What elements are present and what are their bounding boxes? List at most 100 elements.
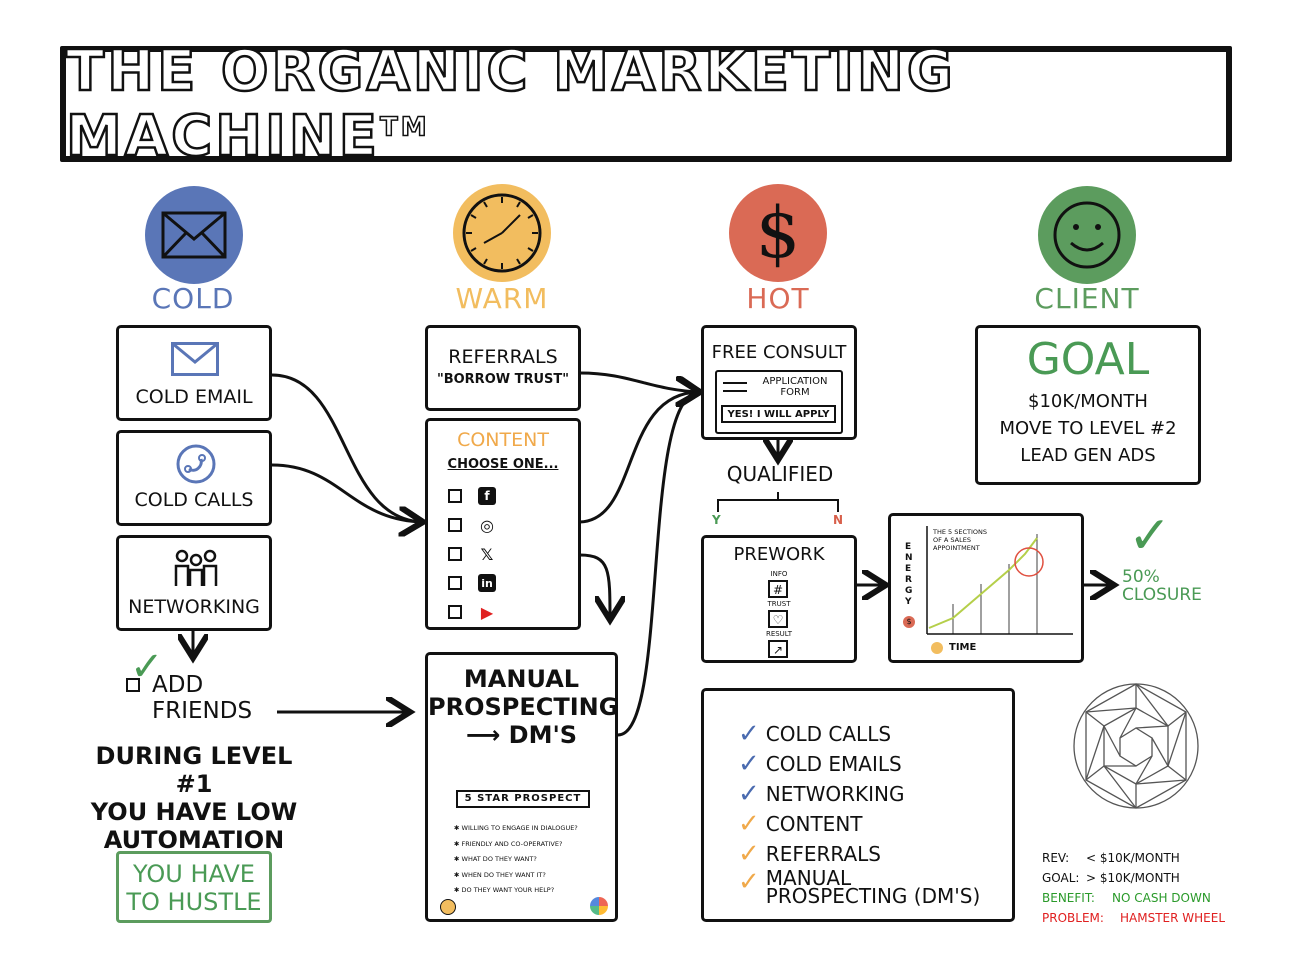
summary-benefit: BENEFIT:NO CASH DOWN — [1042, 891, 1211, 905]
people-icon — [174, 549, 218, 586]
checkmark-icon: ✓ — [738, 719, 760, 749]
title-banner: THE ORGANIC MARKETING MACHINETM — [60, 38, 1232, 170]
warm-circle — [453, 184, 551, 282]
level-note: DURING LEVEL #1 YOU HAVE LOW AUTOMATION — [90, 742, 298, 854]
free-consult-label: FREE CONSULT — [711, 342, 847, 363]
manual-prospecting-title: MANUAL PROSPECTING ⟶ DM'S — [428, 665, 619, 749]
networking-label: NETWORKING — [128, 596, 260, 618]
linkedin-icon: in — [478, 574, 496, 592]
clock-icon — [931, 642, 943, 654]
prework-box: PREWORK INFO # TRUST ♡ RESULT ↗ — [701, 535, 857, 663]
checkmark-icon: ✓ — [738, 779, 760, 809]
checkmark-icon: ✓ — [738, 749, 760, 779]
envelope-icon — [161, 211, 227, 259]
hashtag-icon: # — [768, 580, 788, 598]
summary-goal: GOAL:> $10K/MONTH — [1042, 871, 1180, 885]
clock-icon — [462, 193, 542, 273]
trend-up-icon: ↗ — [768, 640, 788, 658]
checkbox-icon[interactable] — [448, 605, 462, 619]
cold-email-box: COLD EMAIL — [116, 325, 272, 421]
qualified-label: QUALIFIED — [726, 462, 834, 486]
closure-rate: 50%CLOSURE — [1122, 567, 1202, 605]
qualified-yes: Y — [712, 513, 721, 527]
content-box: CONTENT CHOOSE ONE... f ◎ 𝕏 in ▶ — [425, 418, 581, 630]
star-prospect-list: ✱ WILLING TO ENGAGE IN DIALOGUE? ✱ FRIEN… — [454, 824, 578, 894]
checkmark-icon: ✓ — [738, 839, 760, 869]
checkmark-icon: ✓ — [738, 867, 760, 897]
star-prospect-title: 5 STAR PROSPECT — [456, 790, 590, 808]
checkbox-icon[interactable] — [448, 576, 462, 590]
option-x[interactable]: 𝕏 — [448, 543, 496, 565]
phone-icon — [176, 444, 216, 484]
stage-label-hot: HOT — [746, 282, 810, 315]
list-item: ✓MANUAL PROSPECTING (DM'S) — [738, 866, 981, 908]
checklist-box: ✓COLD CALLS ✓COLD EMAILS ✓NETWORKING ✓CO… — [701, 688, 1015, 922]
list-item: ✓COLD CALLS — [738, 719, 892, 749]
hot-circle: $ — [729, 184, 827, 282]
cold-email-label: COLD EMAIL — [135, 386, 253, 408]
option-linkedin[interactable]: in — [448, 572, 496, 594]
networking-box: NETWORKING — [116, 535, 272, 631]
cold-calls-box: COLD CALLS — [116, 430, 272, 526]
goal-box: GOAL $10K/MONTH MOVE TO LEVEL #2 LEAD GE… — [975, 325, 1201, 485]
checklist: ✓COLD CALLS ✓COLD EMAILS ✓NETWORKING ✓CO… — [738, 719, 1008, 909]
content-title: CONTENT — [457, 429, 549, 451]
smiley-icon — [1053, 201, 1121, 269]
qualified-no: N — [833, 513, 844, 527]
list-item: ✓REFERRALS — [738, 839, 881, 869]
list-item: ✓NETWORKING — [738, 779, 905, 809]
checkmark-icon: ✓ — [130, 644, 164, 690]
cold-circle — [145, 186, 243, 284]
prework-label: PREWORK — [733, 544, 825, 565]
checkbox-icon[interactable] — [448, 547, 462, 561]
x-icon: 𝕏 — [478, 545, 496, 564]
goal-list: $10K/MONTH MOVE TO LEVEL #2 LEAD GEN ADS — [999, 391, 1177, 466]
choose-one-label: CHOOSE ONE... — [447, 457, 559, 472]
apply-button[interactable]: YES! I WILL APPLY — [721, 405, 836, 423]
envelope-icon — [171, 342, 219, 376]
checkbox-icon[interactable] — [448, 518, 462, 532]
summary: REV:< $10K/MONTH GOAL:> $10K/MONTH BENEF… — [1042, 848, 1282, 928]
client-circle — [1038, 186, 1136, 284]
cold-calls-label: COLD CALLS — [134, 489, 254, 511]
energy-chart — [926, 526, 1073, 635]
summary-problem: PROBLEM:HAMSTER WHEEL — [1042, 911, 1226, 925]
option-instagram[interactable]: ◎ — [448, 514, 496, 536]
arrow-right-icon: ⟶ — [465, 721, 509, 749]
list-item: ✓CONTENT — [738, 809, 863, 839]
checkbox-icon[interactable] — [448, 489, 462, 503]
chart-x-axis-label: TIME — [949, 642, 977, 653]
referrals-label: REFERRALS — [448, 346, 558, 368]
heart-icon: ♡ — [768, 610, 788, 628]
facebook-icon: f — [478, 487, 496, 505]
youtube-icon: ▶ — [478, 603, 496, 622]
hustle-box: YOU HAVE TO HUSTLE — [116, 851, 272, 923]
goal-title: GOAL — [1026, 334, 1150, 385]
referrals-sub: "BORROW TRUST" — [436, 372, 570, 387]
stage-label-client: CLIENT — [1034, 282, 1140, 315]
summary-rev: REV:< $10K/MONTH — [1042, 851, 1180, 865]
geodesic-sphere-icon — [1073, 683, 1199, 809]
checkmark-icon: ✓ — [1128, 506, 1172, 566]
logo-icon — [590, 897, 608, 915]
stage-label-warm: WARM — [455, 282, 549, 315]
dollar-icon: $ — [755, 192, 801, 274]
clock-icon — [440, 899, 456, 915]
stage-label-cold: COLD — [151, 282, 235, 315]
page-title: THE ORGANIC MARKETING MACHINETM — [65, 38, 956, 171]
option-youtube[interactable]: ▶ — [448, 601, 496, 623]
dollar-icon: $ — [903, 616, 915, 628]
manual-prospecting-box: MANUAL PROSPECTING ⟶ DM'S 5 STAR PROSPEC… — [425, 652, 618, 922]
instagram-icon: ◎ — [478, 516, 496, 535]
option-facebook[interactable]: f — [448, 485, 496, 507]
checkbox-icon — [126, 678, 140, 692]
checkmark-icon: ✓ — [738, 809, 760, 839]
list-item: ✓COLD EMAILS — [738, 749, 902, 779]
